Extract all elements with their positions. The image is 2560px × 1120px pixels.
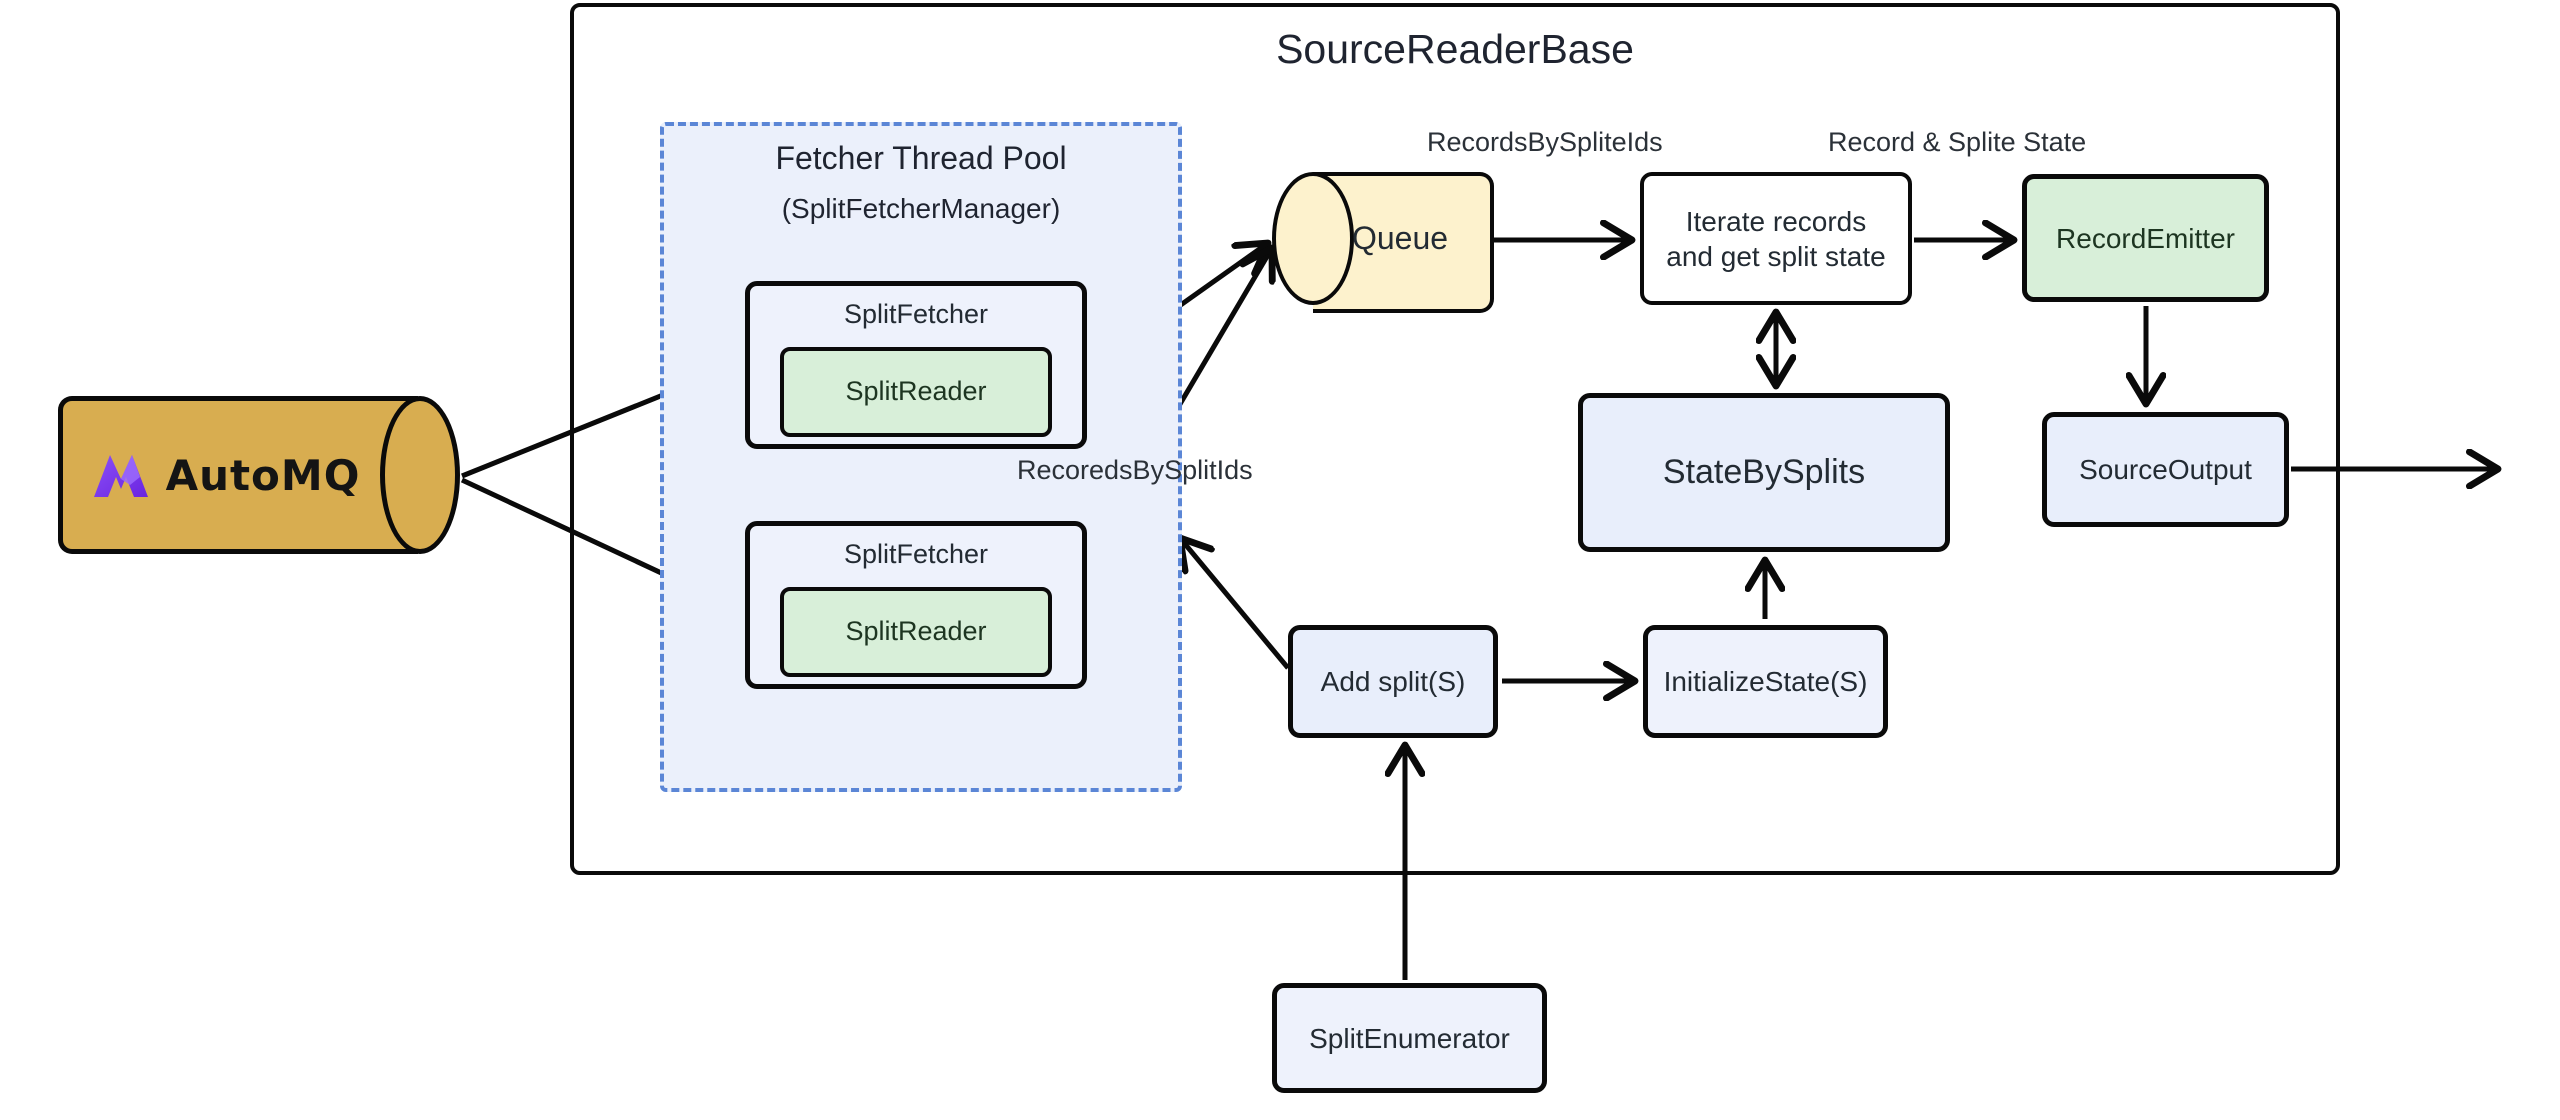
source-reader-base-container <box>570 3 2340 875</box>
edge-label-recoreds-by-splitids: RecoredsBySplitIds <box>1017 455 1253 485</box>
queue-cylinder-cap <box>1272 172 1354 305</box>
source-output-node[interactable]: SourceOutput <box>2042 412 2289 527</box>
initialize-state-node[interactable]: InitializeState(S) <box>1643 625 1888 738</box>
automq-brand: AutoMQ <box>80 440 370 510</box>
automq-wordmark: AutoMQ <box>165 450 361 500</box>
split-reader-node-2[interactable]: SplitReader <box>780 587 1052 677</box>
iterate-records-node[interactable]: Iterate records and get split state <box>1640 172 1912 305</box>
edge-addsplit-to-fetcher2 <box>1180 538 1290 670</box>
automq-logo-icon <box>93 455 148 497</box>
queue-label: Queue <box>1351 219 1449 256</box>
edge-label-record-and-splite-state: Record & Splite State <box>1828 127 2087 157</box>
automq-source-cylinder-cap <box>380 396 460 554</box>
iterate-records-line1: Iterate records <box>1685 205 1867 237</box>
state-by-splits-node[interactable]: StateBySplits <box>1578 393 1950 552</box>
page-title: SourceReaderBase <box>1276 26 1634 73</box>
fetcher-thread-pool-title: Fetcher Thread Pool <box>775 140 1067 176</box>
fetcher-thread-pool-subtitle: (SplitFetcherManager) <box>781 192 1061 224</box>
iterate-records-line2: and get split state <box>1666 240 1886 272</box>
add-split-node[interactable]: Add split(S) <box>1288 625 1498 738</box>
edge-label-records-by-spliteids: RecordsBySpliteIds <box>1427 127 1663 157</box>
split-reader-node-1[interactable]: SplitReader <box>780 347 1052 437</box>
split-enumerator-node[interactable]: SplitEnumerator <box>1272 983 1547 1093</box>
record-emitter-node[interactable]: RecordEmitter <box>2022 174 2269 302</box>
